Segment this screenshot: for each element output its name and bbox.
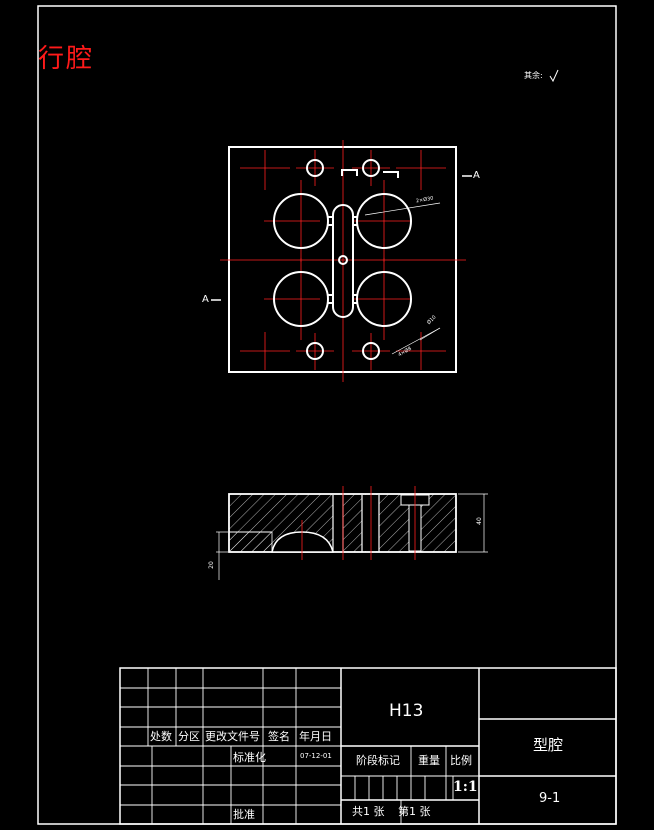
roughness-note: 其余: bbox=[524, 71, 543, 80]
drawing-number: 9-1 bbox=[539, 791, 561, 806]
pin-hole bbox=[362, 342, 380, 360]
plate-outline bbox=[228, 146, 457, 373]
cavity-circle bbox=[273, 193, 329, 249]
section-marker-right: A bbox=[473, 170, 480, 181]
weight-label: 重量 bbox=[418, 754, 440, 767]
dim-height: 40 bbox=[475, 517, 483, 525]
header-signature: 签名 bbox=[268, 730, 290, 743]
stage-mark-label: 阶段标记 bbox=[356, 754, 400, 767]
pin-hole bbox=[362, 159, 380, 177]
part-name: 型腔 bbox=[533, 736, 564, 754]
sheet-total: 共1 张 bbox=[352, 805, 385, 818]
cavity-circle bbox=[356, 271, 412, 327]
top-view bbox=[211, 140, 472, 382]
approve-label: 批准 bbox=[233, 808, 255, 821]
section-view bbox=[216, 486, 488, 580]
dim-depth: 20 bbox=[207, 561, 215, 569]
corner-title: 行腔 bbox=[38, 44, 95, 74]
sprue-hole bbox=[338, 255, 348, 265]
standardize-label: 标准化 bbox=[233, 751, 266, 764]
pin-hole bbox=[306, 342, 324, 360]
date-value: 07-12-01 bbox=[300, 752, 332, 760]
header-marks: 处数 bbox=[150, 730, 172, 743]
centerlines bbox=[220, 140, 466, 382]
cavity-circle bbox=[356, 193, 412, 249]
scale-label: 比例 bbox=[450, 754, 472, 767]
scale-value: 1:1 bbox=[453, 779, 478, 795]
header-change-doc: 更改文件号 bbox=[205, 730, 260, 743]
pin-hole bbox=[306, 159, 324, 177]
roughness-symbol-icon bbox=[549, 69, 559, 83]
material-label: H13 bbox=[389, 701, 424, 721]
header-zone: 分区 bbox=[178, 730, 200, 743]
runner-slot bbox=[332, 204, 354, 318]
sheet-border bbox=[37, 5, 617, 825]
cavity-circle bbox=[273, 271, 329, 327]
section-marker-left: A bbox=[202, 294, 209, 305]
sheet-current: 第1 张 bbox=[398, 805, 431, 818]
header-date: 年月日 bbox=[299, 730, 332, 743]
